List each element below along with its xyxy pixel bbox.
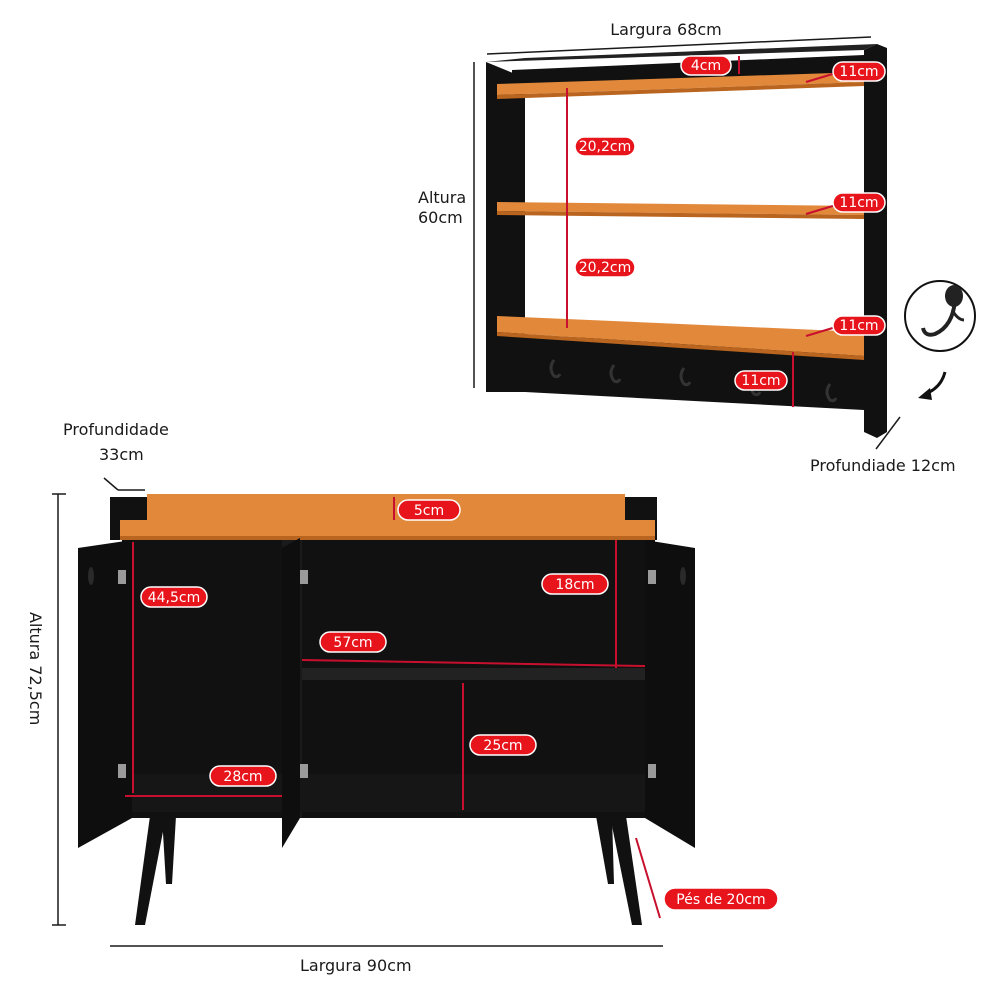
svg-text:57cm: 57cm [333,635,372,651]
shelf-board-top [497,72,864,95]
svg-text:20,2cm: 20,2cm [579,260,632,276]
left-door-handle-icon [88,567,94,585]
shelf-height-label-line1: Altura [418,188,466,207]
cabinet-inner-shelf [302,668,650,680]
pill-gap-upper: 20,2cm [574,136,636,157]
pill-shelf-mid: 11cm [832,192,886,213]
svg-text:11cm: 11cm [839,64,878,80]
svg-text:Pés de 20cm: Pés de 20cm [676,892,765,908]
shelf-depth-dimension-line [875,416,901,450]
svg-text:11cm: 11cm [839,318,878,334]
leg-back-right [596,816,614,884]
pill-hook-board: 11cm [734,370,788,391]
shelf-top-edge [486,44,877,62]
svg-text:28cm: 28cm [223,769,262,785]
hook-2-icon [609,364,622,384]
cabinet-bottom [130,774,650,812]
feet-line [635,837,661,919]
pill-top-lip: 4cm [680,55,732,76]
svg-text:5cm: 5cm [414,503,444,519]
pill-gap-lower: 20,2cm [574,257,636,278]
leg-front-right [610,816,642,925]
wall-shelf: Largura 68cm Altura 60cm [418,20,976,475]
sideboard-cabinet: Profundidade 33cm Altura 72,5cm Largura … [26,420,779,975]
coat-hook-icon [904,280,976,352]
shelf-depth-label: Profundiade 12cm [810,456,956,475]
pill-cabinet-top-lip: 5cm [397,499,461,521]
cabinet-depth-label-line1: Profundidade [63,420,169,439]
shelf-right-side [864,44,887,438]
svg-text:44,5cm: 44,5cm [148,590,201,606]
shelf-height-label-line2: 60cm [418,208,463,227]
svg-text:20,2cm: 20,2cm [579,139,632,155]
cabinet-depth-label-line2: 33cm [99,445,144,464]
hinges [118,570,656,778]
svg-text:18cm: 18cm [555,577,594,593]
svg-text:25cm: 25cm [483,738,522,754]
pill-right-upper: 18cm [541,573,609,595]
cabinet-middle-door [282,538,300,848]
pill-left-width: 28cm [209,765,277,787]
cabinet-width-label: Largura 90cm [300,956,412,975]
pill-shelf-width: 57cm [319,631,387,653]
svg-text:11cm: 11cm [741,373,780,389]
hook-3-icon [679,367,692,387]
hook-5-icon [825,383,838,403]
shelf-left-side [486,62,525,392]
cabinet-height-label: Altura 72,5cm [26,612,45,725]
shelf-width-dimension-line [486,36,872,55]
svg-text:4cm: 4cm [691,58,721,74]
shelf-width-line [301,659,646,667]
hook-1-icon [549,359,562,379]
leg-back-left [162,816,176,884]
cabinet-top-back-wood [147,494,625,520]
svg-text:11cm: 11cm [839,195,878,211]
shelf-board-middle [497,202,864,215]
hinge-icon [118,570,126,584]
shelf-width-label: Largura 68cm [610,20,722,39]
cabinet-left-door [78,540,132,848]
cabinet-right-door [645,540,695,848]
right-door-handle-icon [680,567,686,585]
shelf-board-bottom [497,316,864,356]
pill-left-height: 44,5cm [140,586,208,608]
cabinet-depth-tick-a [103,477,119,491]
pill-feet: Pés de 20cm [663,887,779,911]
pill-shelf-bottom: 11cm [832,315,886,336]
pill-shelf-top: 11cm [832,61,886,82]
leg-front-left [135,816,166,925]
cabinet-top [120,520,655,536]
pill-right-lower: 25cm [469,734,537,756]
